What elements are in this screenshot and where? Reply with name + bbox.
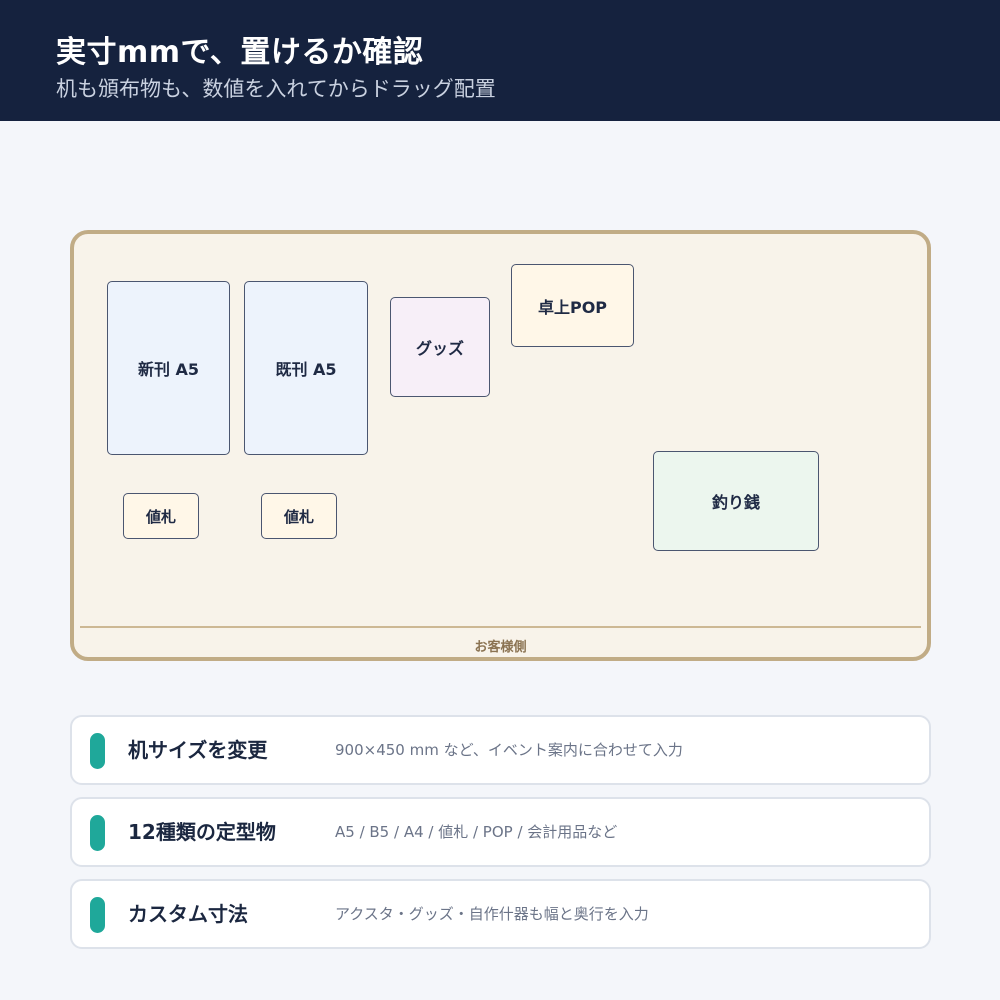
item-label: グッズ [415, 339, 464, 358]
item-price-tag-1[interactable]: 値札 [123, 493, 199, 539]
customer-side-divider [80, 626, 921, 628]
feature-title: カスタム寸法 [128, 902, 248, 926]
customer-side-label: お客様側 [474, 640, 527, 655]
accent-bar [90, 897, 105, 933]
feature-card-preset-items: 12種類の定型物 A5 / B5 / A4 / 値札 / POP / 会計用品な… [70, 797, 931, 867]
item-tabletop-pop[interactable]: 卓上POP [511, 264, 634, 347]
item-label: 卓上POP [537, 297, 608, 317]
item-goods[interactable]: グッズ [390, 297, 490, 397]
app-header: 実寸mmで、置けるか確認 机も頒布物も、数値を入れてからドラッグ配置 [0, 0, 1000, 121]
feature-description: アクスタ・グッズ・自作什器も幅と奥行を入力 [335, 905, 649, 923]
feature-title: 机サイズを変更 [128, 738, 268, 762]
accent-bar [90, 815, 105, 851]
item-label: 値札 [145, 507, 176, 526]
feature-description: A5 / B5 / A4 / 値札 / POP / 会計用品など [335, 823, 618, 841]
feature-description: 900×450 mm など、イベント案内に合わせて入力 [335, 741, 683, 759]
item-new-book-a5[interactable]: 新刊 A5 [107, 281, 230, 455]
feature-card-custom-size: カスタム寸法 アクスタ・グッズ・自作什器も幅と奥行を入力 [70, 879, 931, 949]
item-label: 既刊 A5 [275, 360, 337, 379]
item-change-tray[interactable]: 釣り銭 [653, 451, 819, 551]
page-subtitle: 机も頒布物も、数値を入れてからドラッグ配置 [56, 77, 496, 101]
accent-bar [90, 733, 105, 769]
item-back-book-a5[interactable]: 既刊 A5 [244, 281, 368, 455]
item-label: 値札 [283, 507, 314, 526]
page-title: 実寸mmで、置けるか確認 [56, 35, 424, 70]
item-label: 新刊 A5 [137, 360, 200, 379]
item-label: 釣り銭 [711, 493, 760, 512]
feature-card-desk-size: 机サイズを変更 900×450 mm など、イベント案内に合わせて入力 [70, 715, 931, 785]
feature-title: 12種類の定型物 [128, 820, 276, 844]
desk-canvas[interactable]: 新刊 A5 既刊 A5 グッズ 卓上POP 値札 値札 釣り銭 お客様側 [70, 230, 931, 661]
item-price-tag-2[interactable]: 値札 [261, 493, 337, 539]
